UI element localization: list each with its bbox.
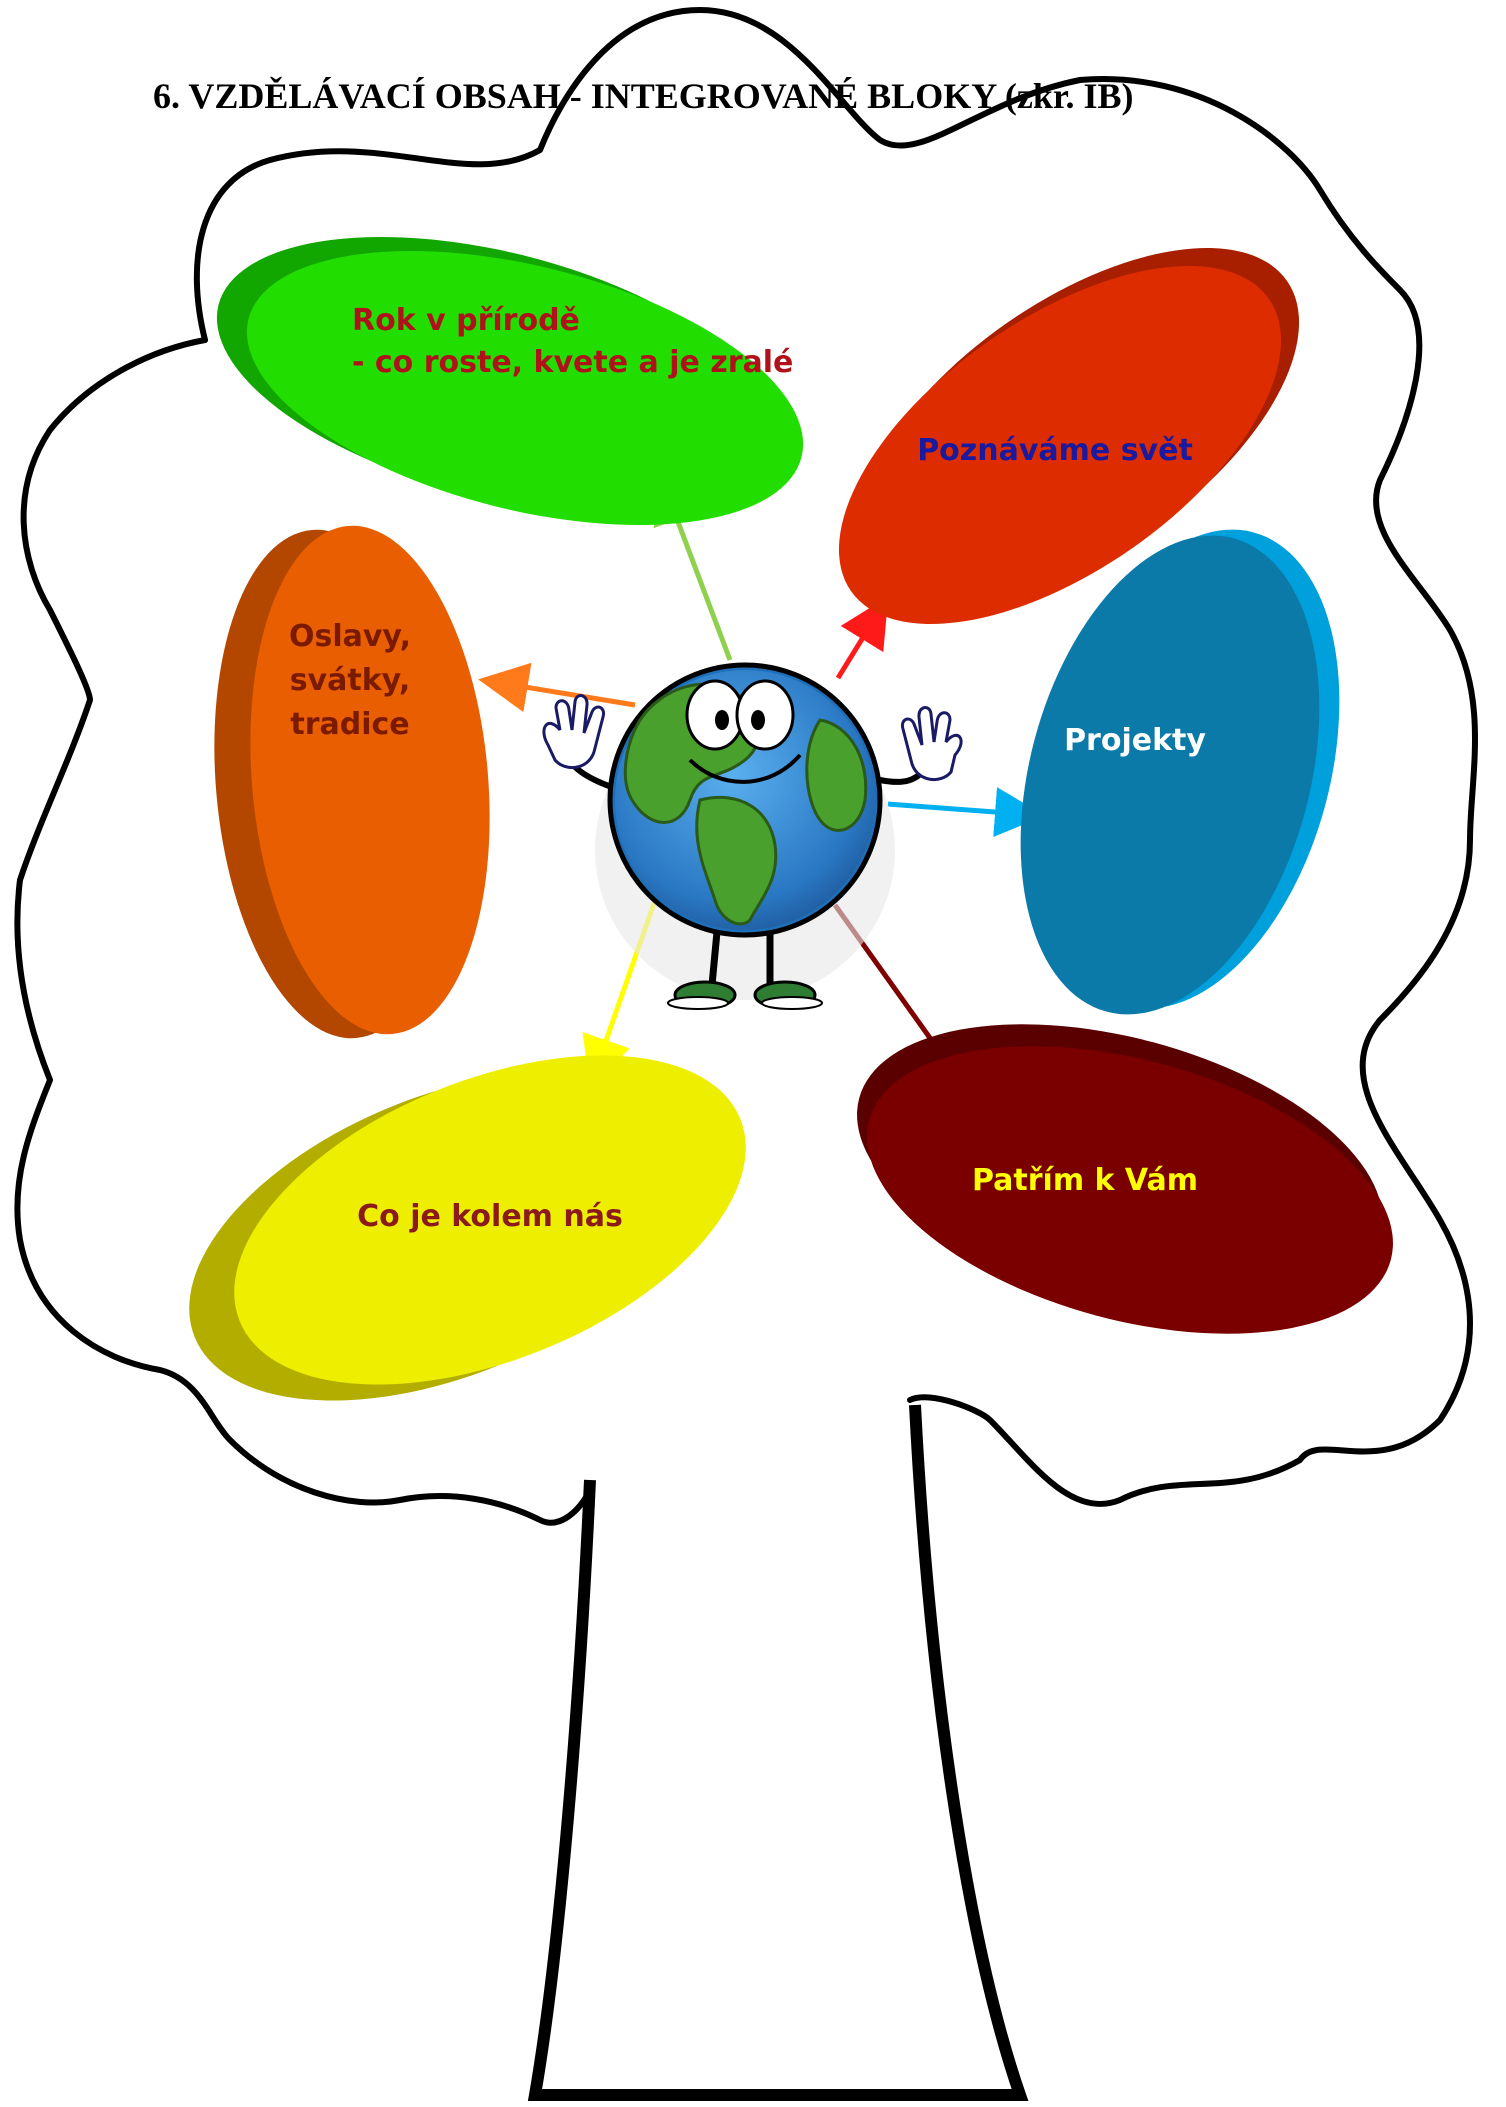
block-label-line: tradice [290,707,409,742]
arrow-to-projekty [888,804,1035,815]
block-patrim-k-vam-label: Patřím k Vám [972,1163,1198,1198]
smiling-earth-globe-mascot [544,665,961,1009]
block-label-line: Rok v přírodě [352,303,580,338]
block-oslavy-label: Oslavy, svátky, tradice [289,619,411,742]
right-glove-icon [902,708,961,780]
left-shoe-icon [668,982,735,1009]
right-shoe-icon [755,982,822,1009]
block-co-je-kolem-nas: Co je kolem nás [142,989,793,1467]
page-title: 6. VZDĚLÁVACÍ OBSAH - INTEGROVANÉ BLOKY … [153,76,1134,116]
block-oslavy: Oslavy, svátky, tradice [194,516,510,1049]
block-co-je-kolem-nas-label: Co je kolem nás [357,1199,623,1234]
block-label-line: Projekty [1064,723,1206,758]
block-label-line: svátky, [290,663,411,698]
left-glove-icon [544,696,604,768]
tree-trunk [535,1405,1020,2095]
arrow-to-poznavame-svet [838,605,883,678]
block-patrim-k-vam: Patřím k Vám [826,973,1425,1386]
block-label-line: Oslavy, [289,619,411,654]
block-projekty-label: Projekty [1064,723,1206,758]
block-label-line: Co je kolem nás [357,1199,623,1234]
block-label-line: Poznáváme svět [917,433,1193,468]
block-label-line: - co roste, kvete a je zralé [352,345,793,380]
block-label-line: Patřím k Vám [972,1163,1198,1198]
block-rok-v-prirode: Rok v přírodě - co roste, kvete a je zral… [189,187,831,576]
block-poznavame-svet-label: Poznáváme svět [917,433,1193,468]
